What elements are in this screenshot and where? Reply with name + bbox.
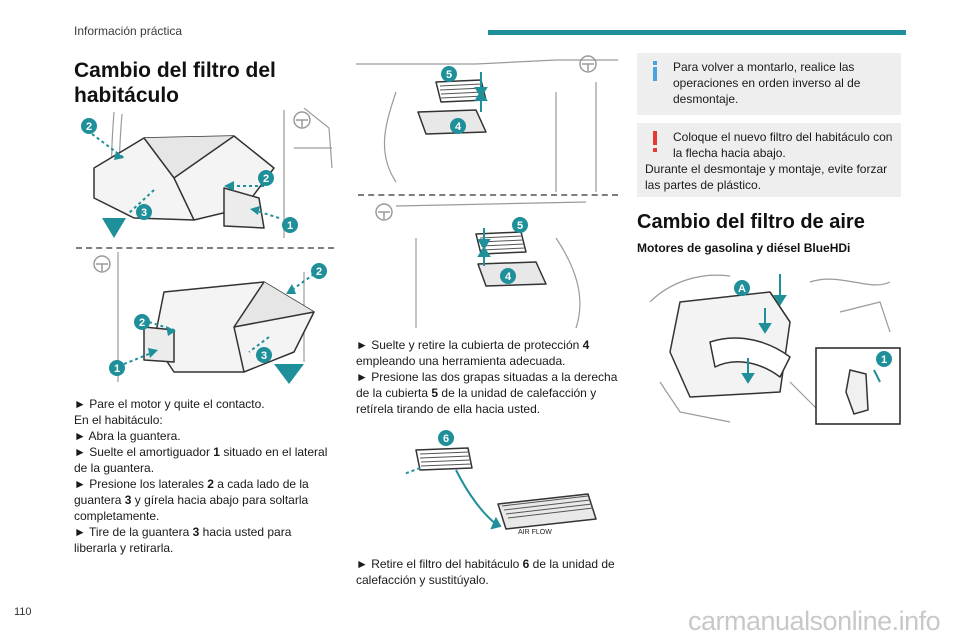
figure-separator (358, 194, 618, 196)
step: En el habitáculo: (74, 413, 163, 427)
callout-4 (500, 268, 516, 284)
callout-6 (438, 430, 454, 446)
step: ► Abra la guantera. (74, 429, 181, 443)
callout-label: 4 (455, 121, 462, 133)
cabin-filter-steps-left: ► Pare el motor y quite el contacto. En … (74, 396, 336, 556)
info-icon (653, 61, 657, 81)
cabin-filter-steps-mid: ► Suelte y retire la cubierta de protecc… (356, 337, 624, 417)
illustration-air-filter-engine: A 1 (649, 274, 901, 425)
callout-5 (512, 217, 528, 233)
callout-2 (81, 118, 97, 134)
step: ► Suelte el amortiguador 1 situado en el… (74, 445, 328, 475)
callout-a (734, 280, 750, 296)
callout-label: 1 (114, 363, 120, 375)
step: ► Presione los laterales 2 a cada lado d… (74, 477, 309, 523)
callout-2 (258, 170, 274, 186)
callout-4 (450, 118, 466, 134)
filter-airflow-label: AIR FLOW (518, 529, 552, 536)
step: ► Tire de la guantera 3 hacia usted para… (74, 525, 292, 555)
callout-label: 3 (141, 207, 147, 219)
warning-icon (653, 131, 657, 152)
header-accent-bar (488, 30, 906, 35)
callout-label: 2 (263, 173, 269, 185)
step: ► Retire el filtro del habitáculo 6 de l… (356, 557, 615, 587)
illustration-glovebox-removal-1: 2 2 3 1 (81, 108, 333, 238)
warning-note-line2: Durante el desmontaje y montaje, evite f… (645, 162, 888, 192)
callout-1 (876, 351, 892, 367)
footer-watermark: carmanualsonline.info (688, 606, 941, 636)
callout-label: 4 (505, 271, 512, 283)
cabin-filter-step-replace: ► Retire el filtro del habitáculo 6 de l… (356, 556, 624, 588)
info-note: Para volver a montarlo, realice las oper… (637, 53, 901, 115)
illustration-glovebox-removal-2: 2 2 1 3 (93, 252, 327, 384)
callout-label: 2 (86, 121, 92, 133)
illustration-cover-removal-2: 5 4 (375, 201, 587, 328)
callout-label: 3 (261, 350, 267, 362)
warning-note-line1: Coloque el nuevo filtro del habitáculo c… (673, 130, 893, 160)
callout-label: A (738, 283, 746, 295)
section-title-air-filter: Cambio del filtro de aire (637, 211, 865, 233)
callout-1 (282, 217, 298, 233)
step: ► Pare el motor y quite el contacto. (74, 397, 265, 411)
callout-label: 2 (139, 317, 145, 329)
illustration-filter-replacement: 6 AIR FLOW (403, 430, 597, 536)
step: ► Presione las dos grapas situadas a la … (356, 370, 618, 416)
callout-2 (311, 263, 327, 279)
callout-label: 1 (287, 220, 293, 232)
callout-5 (441, 66, 457, 82)
callout-1 (109, 360, 125, 376)
illustration-cover-removal-1: 5 4 (356, 55, 618, 192)
callout-2 (134, 314, 150, 330)
info-note-text: Para volver a montarlo, realice las oper… (673, 60, 861, 106)
callout-label: 1 (881, 354, 887, 366)
callout-label: 2 (316, 266, 322, 278)
callout-3 (256, 347, 272, 363)
section-title-cabin-filter: Cambio del filtro del habitáculo (74, 59, 276, 107)
air-filter-subtitle: Motores de gasolina y diésel BlueHDi (637, 241, 851, 255)
warning-note: Coloque el nuevo filtro del habitáculo c… (637, 123, 901, 197)
callout-label: 5 (517, 220, 523, 232)
figure-separator (76, 247, 334, 249)
callout-label: 6 (443, 433, 449, 445)
callout-3 (136, 204, 152, 220)
callout-label: 5 (446, 69, 452, 81)
step: ► Suelte y retire la cubierta de protecc… (356, 338, 590, 368)
page-number: 110 (14, 606, 32, 618)
running-header: Información práctica (74, 24, 183, 38)
